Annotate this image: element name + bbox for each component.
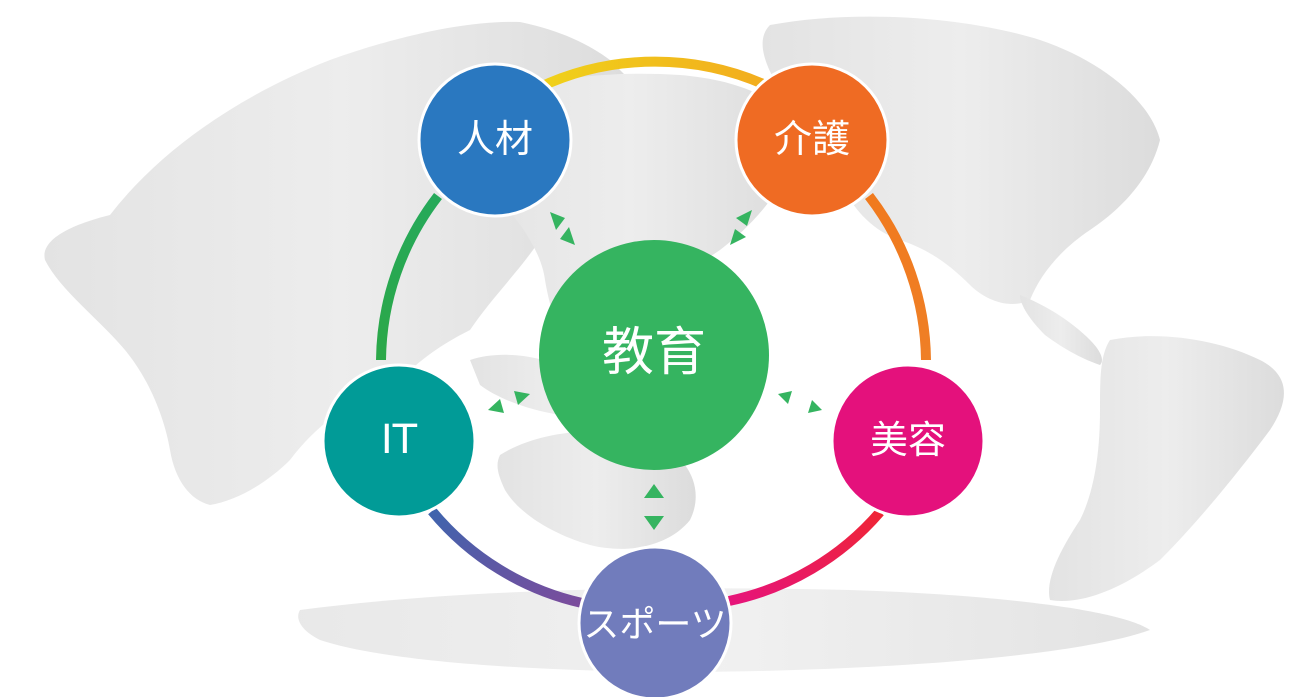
node-center: 教育 [539,240,769,470]
node-biyou-label: 美容 [870,418,946,462]
double-arrow-sports [644,484,664,530]
ring-arc-left [376,192,442,361]
node-biyou: 美容 [830,363,986,519]
ring-arc-bottom-right [727,508,884,606]
node-it-circle [321,363,477,519]
node-sports-circle [577,545,733,697]
double-arrow-it [488,391,530,413]
arrow-group [488,210,822,530]
node-it: IT [321,363,477,519]
node-jinzai-label: 人材 [457,117,533,161]
node-it-label: IT [381,417,418,463]
node-jinzai-circle [417,62,573,218]
ring-arc-bottom-left [428,507,584,608]
ring-arc-right [865,192,931,361]
node-center-circle [539,240,769,470]
node-kaigo-label: 介護 [774,117,850,161]
double-arrow-kaigo [730,210,752,245]
node-center-label: 教育 [602,323,706,383]
node-kaigo: 介護 [734,62,890,218]
double-arrow-jinzai [550,212,575,245]
node-kaigo-circle [734,62,890,218]
ring-arc-top [535,56,775,93]
node-biyou-circle [830,363,986,519]
node-sports-label: スポーツ [583,605,726,646]
double-arrow-biyou [778,391,822,413]
node-sports: スポーツ [577,545,733,697]
connection-ring [376,56,931,608]
node-jinzai: 人材 [417,62,573,218]
